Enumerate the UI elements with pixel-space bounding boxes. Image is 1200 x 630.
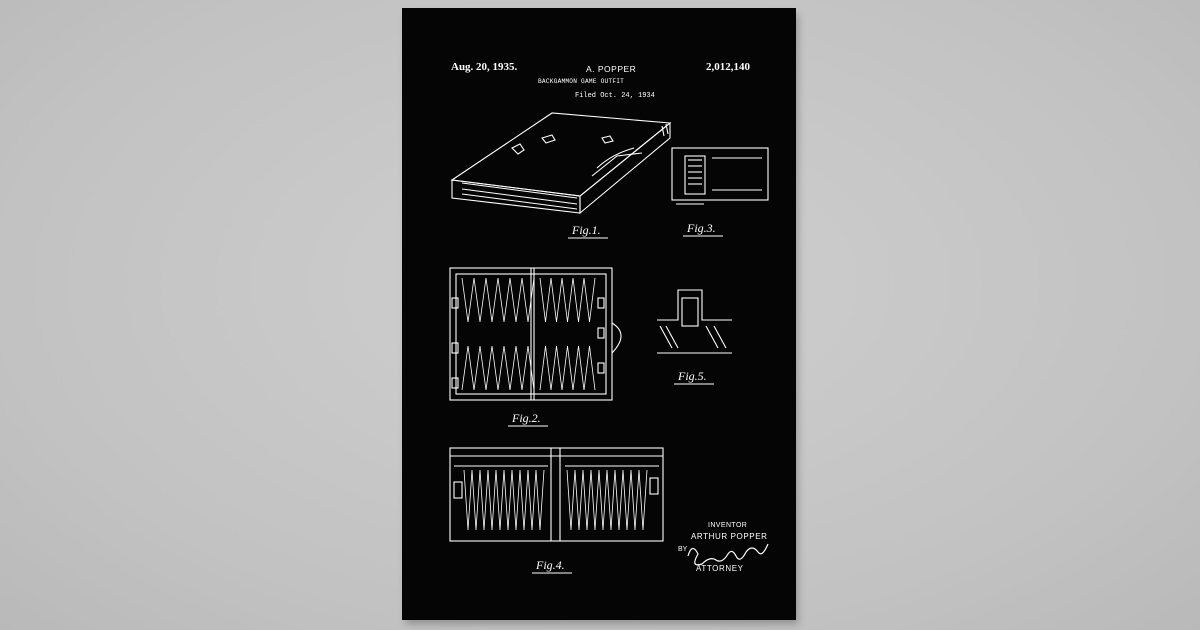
fig3-detail-drawing	[672, 148, 768, 204]
inventor-name: ARTHUR POPPER	[691, 532, 768, 541]
attorney-label: ATTORNEY	[696, 564, 744, 573]
fig3-label: Fig.3.	[686, 221, 716, 235]
fig1-label: Fig.1.	[571, 223, 601, 237]
attorney-signature	[688, 544, 768, 565]
patent-poster: Aug. 20, 1935. A. POPPER 2,012,140 BACKG…	[402, 8, 796, 620]
fig5-section-drawing	[657, 290, 732, 353]
fig1-case-drawing	[452, 113, 670, 213]
fig4-board-drawing	[450, 448, 663, 541]
fig2-board-drawing	[450, 268, 621, 400]
fig5-label: Fig.5.	[677, 369, 707, 383]
inventor-label: INVENTOR	[708, 522, 747, 529]
by-label: BY	[678, 546, 687, 553]
fig4-label: Fig.4.	[535, 558, 565, 572]
fig2-label: Fig.2.	[511, 411, 541, 425]
